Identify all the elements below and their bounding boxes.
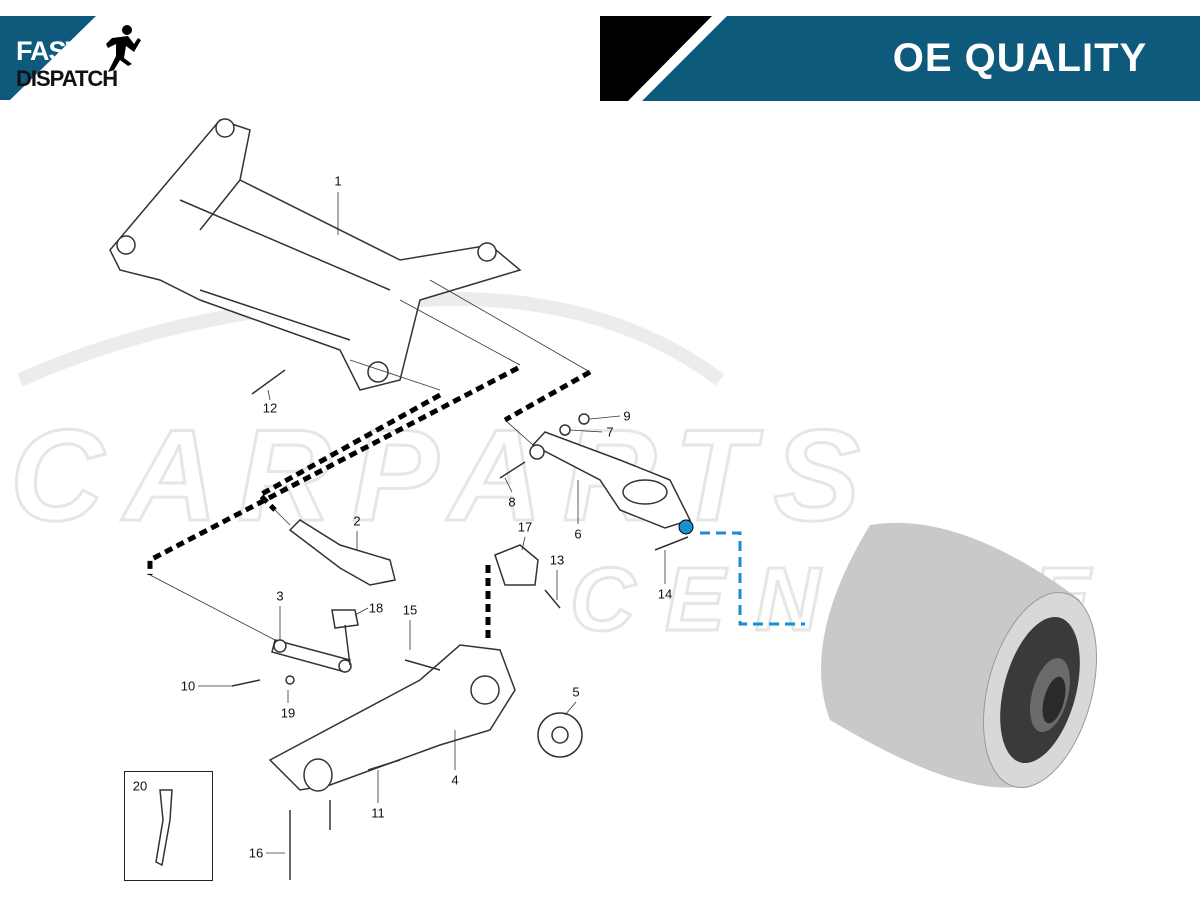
bracket-part-17 <box>494 544 539 586</box>
callout-7: 7 <box>606 424 614 440</box>
callout-10: 10 <box>180 678 196 694</box>
callout-20: 20 <box>132 778 148 794</box>
arm-part-2 <box>288 519 396 586</box>
bushing-product-photo <box>821 522 1098 789</box>
subframe-part-1 <box>109 119 522 391</box>
callout-2: 2 <box>353 513 361 529</box>
watermark-line1: CARPARTS <box>10 402 880 548</box>
fast-label: FAST <box>16 36 82 66</box>
callout-6: 6 <box>574 526 582 542</box>
oe-quality-label: OE QUALITY <box>892 36 1148 80</box>
oe-quality-banner: OE QUALITY <box>600 16 1200 101</box>
callout-14: 14 <box>657 586 673 602</box>
callout-1: 1 <box>334 173 342 189</box>
callout-15: 15 <box>402 602 418 618</box>
callout-5: 5 <box>572 684 580 700</box>
part-20-inset-box <box>124 771 213 881</box>
callout-19: 19 <box>280 705 296 721</box>
callout-18: 18 <box>368 600 384 616</box>
control-arm-part-6 <box>531 431 692 529</box>
callout-12: 12 <box>262 400 278 416</box>
fast-dispatch-badge: FAST DISPATCH <box>0 0 200 110</box>
callout-8: 8 <box>508 494 516 510</box>
callout-4: 4 <box>451 772 459 788</box>
callout-9: 9 <box>623 408 631 424</box>
callout-17: 17 <box>517 519 533 535</box>
running-man-icon <box>106 25 141 72</box>
callout-13: 13 <box>549 552 565 568</box>
bolts <box>231 369 689 880</box>
callout-3: 3 <box>276 588 284 604</box>
callout-16: 16 <box>248 845 264 861</box>
dispatch-label: DISPATCH <box>16 66 118 91</box>
callout-11: 11 <box>371 805 385 821</box>
